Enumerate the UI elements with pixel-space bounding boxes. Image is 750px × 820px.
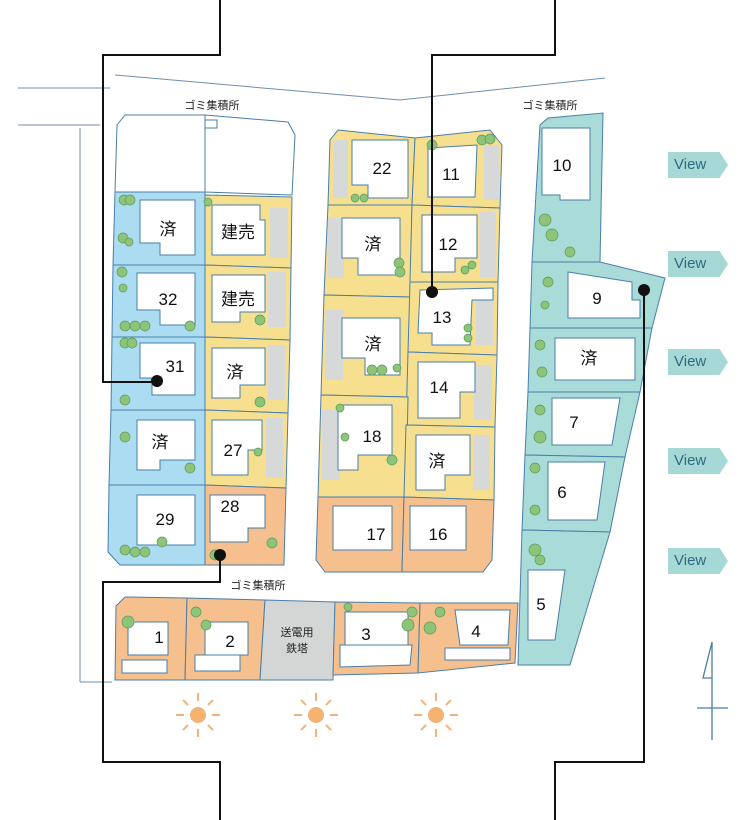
garbage-station-label: ゴミ集積所 <box>185 98 240 112</box>
north-arrow-icon <box>697 641 728 740</box>
lot-label[interactable]: 29 <box>156 510 175 529</box>
lot-label[interactable]: 17 <box>367 525 386 544</box>
lot-label[interactable]: 建売 <box>221 223 255 242</box>
lot-labels: 済 建売 32 建売 31 済 済 27 29 28 22 11 済 12 13… <box>152 98 602 655</box>
view-lines <box>102 0 650 820</box>
lot-label[interactable]: 31 <box>166 357 185 376</box>
lot-label[interactable]: 27 <box>224 441 243 460</box>
lot-label[interactable]: 22 <box>373 159 392 178</box>
garbage-station-label: ゴミ集積所 <box>231 578 286 592</box>
sun-icon <box>294 693 338 737</box>
lot-label[interactable]: 9 <box>592 289 601 308</box>
lot-label[interactable]: 建売 <box>221 290 255 309</box>
tower-label: 送電用 <box>281 625 314 639</box>
bottom-block <box>114 596 519 681</box>
lot-label[interactable]: 14 <box>430 378 449 397</box>
lot-label[interactable]: 13 <box>433 308 452 327</box>
lot-label[interactable]: 5 <box>536 595 545 614</box>
lot-label[interactable]: 10 <box>553 156 572 175</box>
lot-label[interactable]: 28 <box>221 497 240 516</box>
view-button-2[interactable]: View <box>668 251 728 277</box>
lot-label[interactable]: 12 <box>439 235 458 254</box>
lot-label[interactable]: 32 <box>159 290 178 309</box>
garbage-station-label: ゴミ集積所 <box>523 98 578 112</box>
view-button-4[interactable]: View <box>668 448 728 474</box>
right-block <box>517 112 666 666</box>
lot-label[interactable]: 1 <box>154 628 163 647</box>
lot-label[interactable]: 18 <box>363 427 382 446</box>
lot-label[interactable]: 16 <box>429 525 448 544</box>
lot-label[interactable]: 3 <box>361 625 370 644</box>
lot-label[interactable]: 11 <box>442 165 460 184</box>
lot-label[interactable]: 済 <box>365 235 382 254</box>
left-block <box>107 114 296 566</box>
tower-label: 鉄塔 <box>286 641 308 655</box>
lot-label[interactable]: 6 <box>557 483 566 502</box>
lot-label[interactable]: 済 <box>160 220 177 239</box>
lot-label[interactable]: 2 <box>225 632 234 651</box>
lot-label[interactable]: 済 <box>365 335 382 354</box>
view-button-1[interactable]: View <box>668 152 728 178</box>
lot-label[interactable]: 済 <box>581 349 598 368</box>
lot-label[interactable]: 済 <box>227 363 244 382</box>
road-lines <box>18 74 606 683</box>
trees <box>116 133 576 635</box>
view-button-3[interactable]: View <box>668 349 728 375</box>
lot-label[interactable]: 済 <box>152 433 169 452</box>
sun-icon <box>414 693 458 737</box>
lot-label[interactable]: 済 <box>429 452 446 471</box>
view-button-5[interactable]: View <box>668 548 728 574</box>
sun-icon <box>176 693 220 737</box>
lot-label[interactable]: 7 <box>569 413 578 432</box>
middle-block <box>315 129 503 573</box>
lot-label[interactable]: 4 <box>471 622 480 641</box>
